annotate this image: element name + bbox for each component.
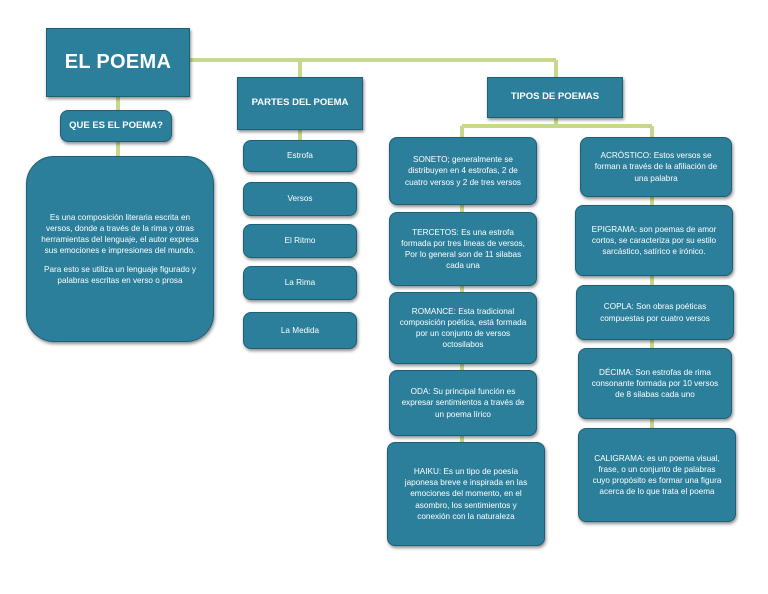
tipo-tercetos-box: TERCETOS: Es una estrofa formada por tre… <box>389 212 537 286</box>
tipos-header: TIPOS DE POEMAS <box>510 91 600 103</box>
que-es-header-box: QUE ES EL POEMA? <box>60 110 172 142</box>
tipo-epigrama-box: EPIGRAMA: son poemas de amor cortos, se … <box>575 205 733 276</box>
tipo-soneto-box: SONETO; generalmente se distribuyen en 4… <box>389 137 537 205</box>
tipo-caligrama-box: CALIGRAMA: es un poema visual, frase, o … <box>578 428 736 522</box>
tipo-oda-text: ODA: Su principal función es expresar se… <box>401 387 525 419</box>
tipo-soneto-text: SONETO; generalmente se distribuyen en 4… <box>404 155 522 187</box>
partes-item-label: Versos <box>287 194 313 204</box>
tipo-decima-text: DÉCIMA: Son estrofas de rima consonante … <box>591 367 719 400</box>
tipo-romance-text: ROMANCE: Esta tradicional composición po… <box>399 306 527 350</box>
tipo-haiku-box: HAIKU: Es un tipo de poesía japonesa bre… <box>387 442 545 546</box>
que-es-header: QUE ES EL POEMA? <box>69 119 163 131</box>
tipo-decima-box: DÉCIMA: Son estrofas de rima consonante … <box>578 348 732 419</box>
partes-item: La Rima <box>243 266 357 300</box>
root-title-box: EL POEMA <box>46 28 190 97</box>
tipo-romance-box: ROMANCE: Esta tradicional composición po… <box>389 292 537 364</box>
tipo-oda-box: ODA: Su principal función es expresar se… <box>389 370 537 436</box>
partes-item: Estrofa <box>243 140 357 172</box>
tipo-caligrama-text: CALIGRAMA: es un poema visual, frase, o … <box>592 453 722 497</box>
tipo-copla-text: COPLA: Son obras poéticas compuestas por… <box>600 302 710 323</box>
tipo-haiku-text: HAIKU: Es un tipo de poesía japonesa bre… <box>404 467 528 521</box>
tipo-acrostico-text: ACRÓSTICO: Estos versos se forman a trav… <box>594 151 718 183</box>
que-es-paragraph-2: Para esto se utiliza un lenguaje figurad… <box>43 265 197 286</box>
partes-item-label: El Ritmo <box>284 236 316 246</box>
partes-header: PARTES DEL POEMA <box>251 97 349 109</box>
tipo-epigrama-text: EPIGRAMA: son poemas de amor cortos, se … <box>591 224 717 257</box>
partes-item-label: La Rima <box>284 278 316 288</box>
tipo-acrostico-box: ACRÓSTICO: Estos versos se forman a trav… <box>580 137 732 197</box>
tipo-copla-box: COPLA: Son obras poéticas compuestas por… <box>576 285 734 340</box>
partes-item-label: La Medida <box>280 325 320 335</box>
partes-item-label: Estrofa <box>287 151 313 161</box>
que-es-paragraph-1: Es una composición literaria escrita en … <box>41 212 199 255</box>
partes-item: El Ritmo <box>243 224 357 258</box>
partes-item: Versos <box>243 182 357 216</box>
partes-header-box: PARTES DEL POEMA <box>237 77 363 130</box>
tipos-header-box: TIPOS DE POEMAS <box>487 77 623 118</box>
partes-item: La Medida <box>243 312 357 349</box>
tipo-tercetos-text: TERCETOS: Es una estrofa formada por tre… <box>401 227 525 271</box>
que-es-definition-box: Es una composición literaria escrita en … <box>26 156 214 342</box>
root-title: EL POEMA <box>64 51 172 73</box>
